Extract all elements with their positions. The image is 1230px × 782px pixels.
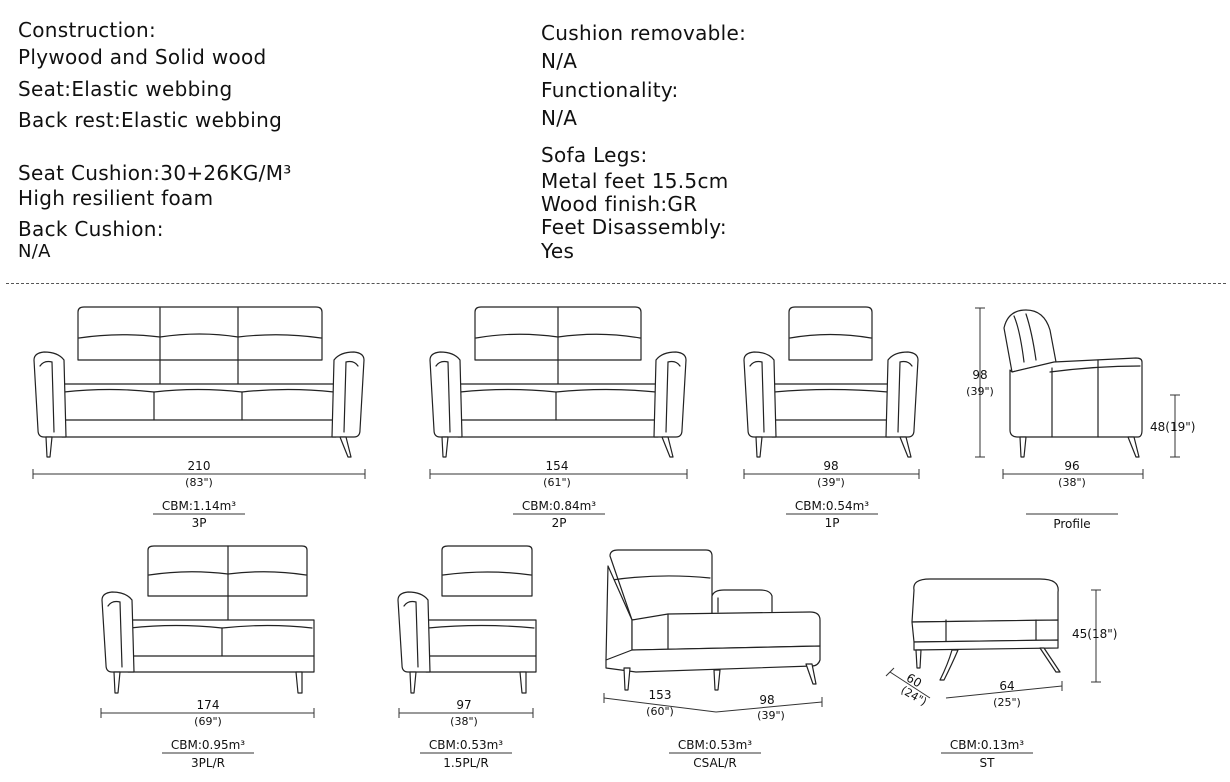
sofa-3plr-cbm: CBM:0.95m³	[171, 738, 245, 752]
feet-disassembly-label: Feet Disassembly:	[541, 215, 727, 239]
sofa-15plr-width-dimension	[398, 708, 534, 718]
ottoman-st-width-inches: (25")	[993, 696, 1021, 709]
functionality-value: N/A	[541, 106, 578, 130]
sofa-3plr-drawing	[101, 545, 315, 694]
profile-height: 98	[972, 368, 987, 382]
sofa-csalr-dimensions	[603, 693, 823, 713]
seat-cushion-foam: High resilient foam	[18, 186, 214, 210]
ottoman-st-dimensions	[885, 589, 1101, 699]
feet-disassembly-value: Yes	[541, 239, 575, 263]
sofa-1p-width-dimension	[743, 469, 920, 479]
sofa-15plr-width: 97	[456, 698, 471, 712]
sofa-csalr-width-inches: (60")	[646, 705, 674, 718]
profile-code: Profile	[1053, 517, 1090, 531]
seat-cushion-spec: Seat Cushion:30+26KG/M³	[18, 161, 292, 185]
profile-depth: 96	[1064, 459, 1079, 473]
sofa-3plr-code: 3PL/R	[191, 756, 225, 770]
sofa-3p-code: 3P	[192, 516, 207, 530]
profile-height-inches: (39")	[966, 385, 994, 398]
sofa-csalr-depth-inches: (39")	[757, 709, 785, 722]
sofa-2p-width-dimension	[429, 469, 688, 479]
sofa-3p-width-inches: (83")	[185, 476, 213, 489]
cushion-removable-label: Cushion removable:	[541, 21, 747, 45]
sofa-csalr-cbm: CBM:0.53m³	[678, 738, 752, 752]
ottoman-st-cbm: CBM:0.13m³	[950, 738, 1024, 752]
ottoman-st-depth: 60	[904, 671, 924, 691]
sofa-15plr-width-inches: (38")	[450, 715, 478, 728]
dashed-divider	[6, 283, 1226, 284]
sofa-3p-cbm: CBM:1.14m³	[162, 499, 236, 513]
back-rest-spec: Back rest:Elastic webbing	[18, 108, 283, 132]
sofa-3plr-width-dimension	[100, 708, 315, 718]
profile-depth-dimension	[1002, 469, 1144, 479]
sofa-1p-drawing	[743, 306, 919, 458]
back-cushion-value: N/A	[18, 241, 51, 262]
sofa-legs-label: Sofa Legs:	[541, 143, 648, 167]
sofa-1p-width-inches: (39")	[817, 476, 845, 489]
sofa-1p-code: 1P	[825, 516, 840, 530]
functionality-label: Functionality:	[541, 78, 679, 102]
profile-height-dimension	[975, 307, 985, 458]
construction-value: Plywood and Solid wood	[18, 45, 267, 69]
sofa-2p-width: 154	[546, 459, 569, 473]
profile-seat-height-dimension	[1170, 394, 1180, 458]
seat-spec: Seat:Elastic webbing	[18, 77, 233, 101]
sofa-2p-drawing	[429, 306, 687, 458]
construction-label: Construction:	[18, 18, 156, 42]
ottoman-st-code: ST	[980, 756, 996, 770]
sofa-2p-code: 2P	[552, 516, 567, 530]
profile-drawing	[1003, 309, 1143, 458]
profile-depth-inches: (38")	[1058, 476, 1086, 489]
sofa-legs-feet: Metal feet 15.5cm	[541, 169, 729, 193]
sofa-2p-width-inches: (61")	[543, 476, 571, 489]
sofa-15plr-code: 1.5PL/R	[443, 756, 488, 770]
sofa-1p-width: 98	[823, 459, 838, 473]
ottoman-st-drawing	[911, 578, 1061, 681]
wood-finish: Wood finish:GR	[541, 192, 698, 216]
sofa-3p-width-dimension	[32, 469, 366, 479]
sofa-15plr-drawing	[397, 545, 537, 694]
sofa-3plr-width-inches: (69")	[194, 715, 222, 728]
sofa-csalr-code: CSAL/R	[693, 756, 737, 770]
back-cushion-label: Back Cushion:	[18, 217, 164, 241]
sofa-csalr-depth: 98	[759, 693, 774, 707]
sofa-1p-cbm: CBM:0.54m³	[795, 499, 869, 513]
sofa-15plr-cbm: CBM:0.53m³	[429, 738, 503, 752]
ottoman-st-height: 45(18")	[1072, 627, 1117, 641]
sofa-3p-width: 210	[188, 459, 211, 473]
cushion-removable-value: N/A	[541, 49, 578, 73]
ottoman-st-width: 64	[999, 679, 1014, 693]
sofa-3plr-width: 174	[197, 698, 220, 712]
sofa-3p-drawing	[33, 306, 365, 458]
sofa-2p-cbm: CBM:0.84m³	[522, 499, 596, 513]
sofa-csalr-drawing	[605, 549, 821, 691]
profile-seat-height: 48(19")	[1150, 420, 1195, 434]
sofa-csalr-width: 153	[649, 688, 672, 702]
